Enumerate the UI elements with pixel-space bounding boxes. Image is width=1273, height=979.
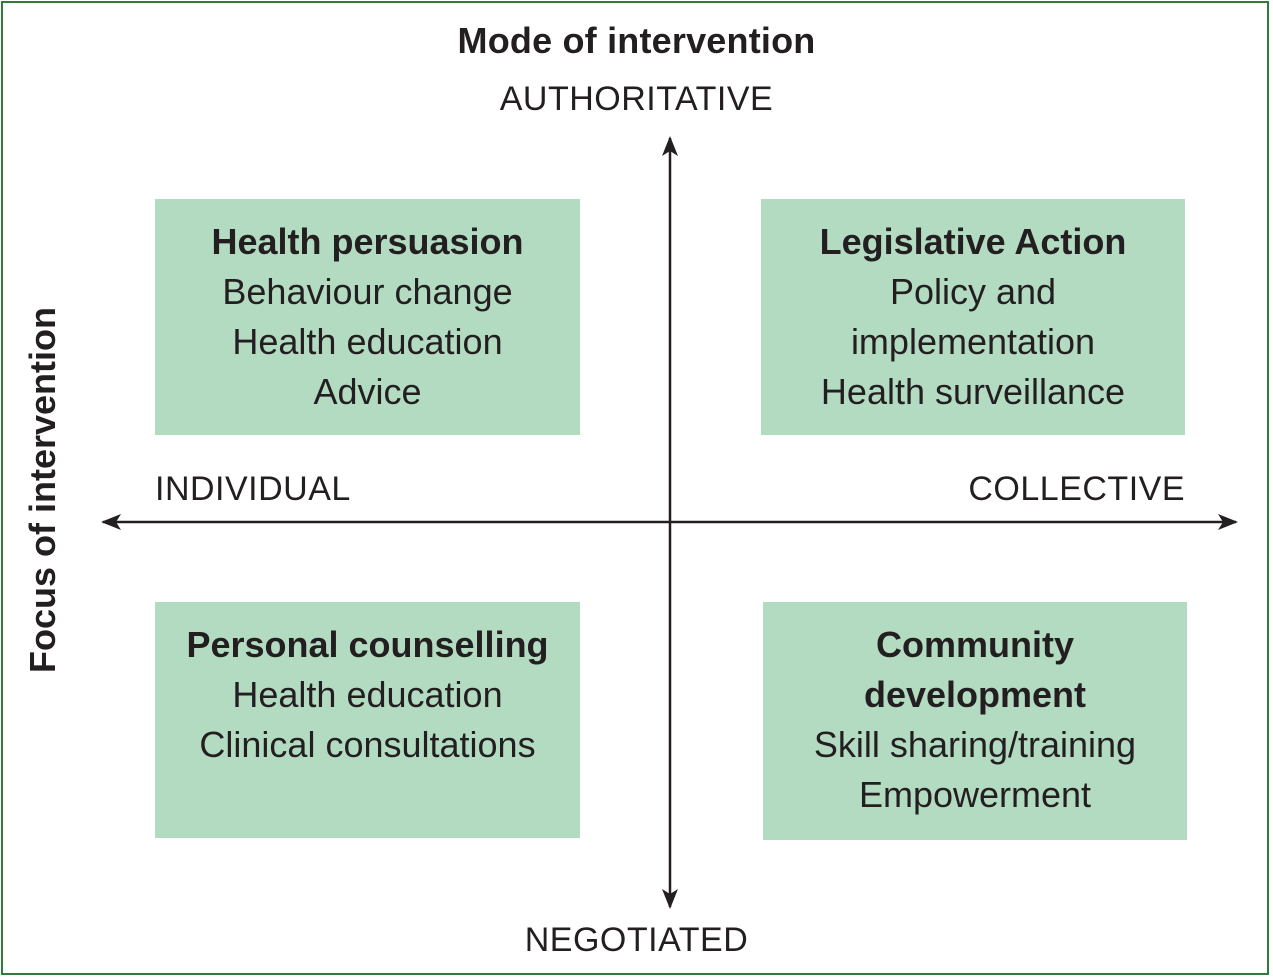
personal-counselling-box: Personal counselling Health education Cl… [155, 602, 580, 838]
quadrant-item: Clinical consultations [199, 724, 536, 765]
quadrant-title: development [863, 674, 1087, 715]
community-development-box: Community development Skill sharing/trai… [763, 602, 1187, 840]
quadrant-item: implementation [850, 321, 1096, 362]
quadrant-item: Health education [232, 321, 503, 362]
quadrant-item: Advice [313, 371, 422, 412]
focus-of-intervention-title: Focus of intervention [22, 306, 63, 674]
negotiated-label: NEGOTIATED [524, 921, 749, 959]
health-persuasion-box: Health persuasion Behaviour change Healt… [155, 199, 580, 435]
quadrant-item: Health surveillance [820, 371, 1126, 412]
quadrant-item: Empowerment [858, 774, 1092, 815]
mode-of-intervention-title: Mode of intervention [457, 20, 816, 61]
legislative-action-box: Legislative Action Policy and implementa… [761, 199, 1185, 435]
quadrant-item: Health education [232, 674, 503, 715]
quadrant-item: Skill sharing/training [813, 724, 1137, 765]
individual-label: INDIVIDUAL [155, 470, 351, 508]
quadrant-title: Health persuasion [211, 221, 524, 262]
quadrant-item: Policy and [889, 271, 1057, 312]
quadrant-item: Behaviour change [222, 271, 513, 312]
quadrant-title: Personal counselling [186, 624, 549, 665]
quadrant-title: Community [876, 624, 1074, 665]
authoritative-label: AUTHORITATIVE [499, 80, 774, 118]
quadrant-title: Legislative Action [819, 221, 1127, 262]
collective-label: COLLECTIVE [968, 470, 1185, 508]
